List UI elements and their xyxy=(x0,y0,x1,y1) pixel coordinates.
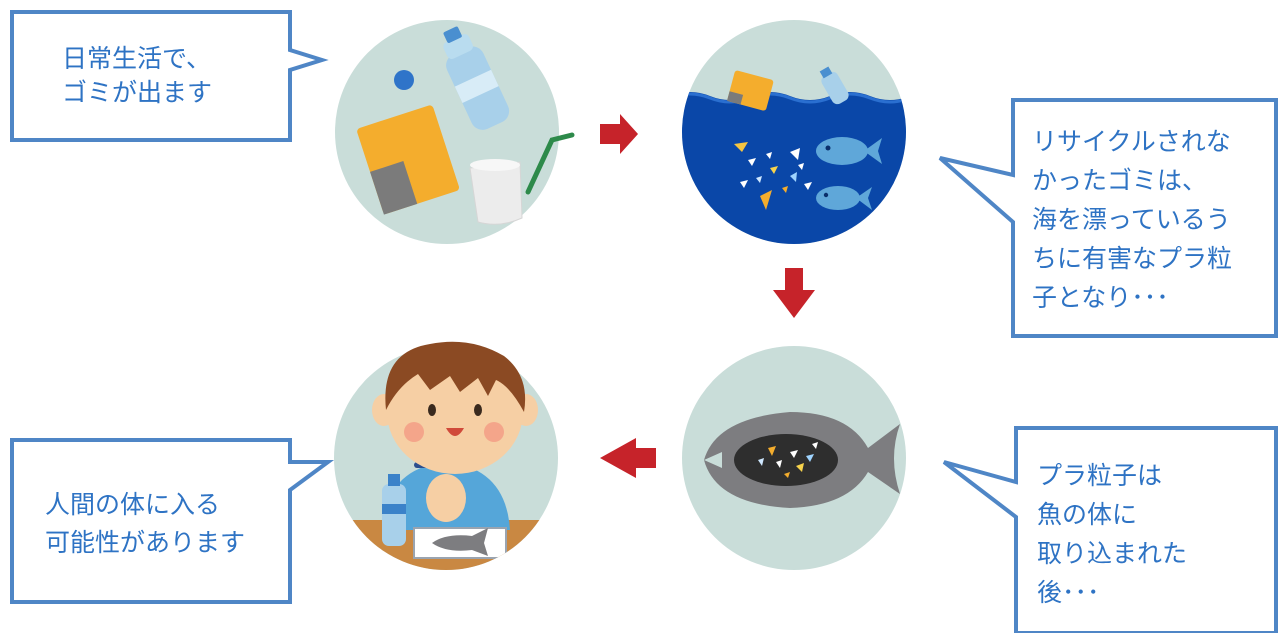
circle-human-scene xyxy=(330,342,570,580)
circle-ocean-scene xyxy=(670,20,910,260)
cup-icon xyxy=(470,162,522,224)
bubble-text-not-recycled: リサイクルされな かったゴミは、 海を漂っているう ちに有害なプラ粒 子となり･… xyxy=(1032,122,1232,317)
bubble-text-daily-life: 日常生活で、 ゴミが出ます xyxy=(62,42,212,110)
bottle-cap-icon xyxy=(394,70,414,90)
arrow-left-icon xyxy=(600,438,656,478)
arrow-right-icon xyxy=(600,114,638,154)
arrow-down-icon xyxy=(773,268,815,318)
bubble-text-fish: プラ粒子は 魚の体に 取り込まれた 後･･･ xyxy=(1037,456,1187,612)
bubble-text-human: 人間の体に入る 可能性があります xyxy=(45,486,245,562)
circle-fish-scene xyxy=(682,346,906,570)
circle-trash-scene xyxy=(335,20,572,244)
